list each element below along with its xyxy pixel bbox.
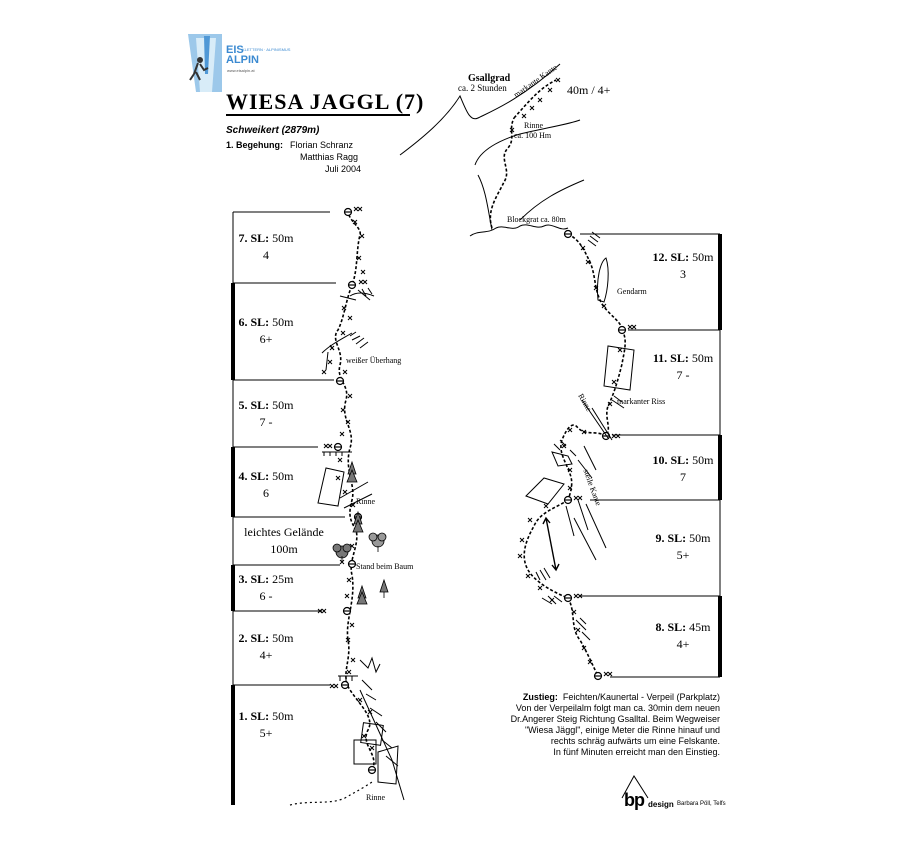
title-underline bbox=[226, 114, 410, 116]
logo-brand-line2: ALPIN bbox=[226, 54, 259, 66]
left-belay-icons bbox=[333, 207, 377, 775]
rinne-left-label: Rinne bbox=[356, 497, 376, 506]
credit-name: Barbara Pöll, Telfs bbox=[677, 801, 726, 807]
blockgrat-label: Blockgrat ca. 80m bbox=[507, 215, 566, 224]
approach-block: Zustieg: Feichten/Kaunertal - Verpeil (P… bbox=[430, 692, 720, 758]
weisser-ueberhang-label: weißer Überhang bbox=[346, 356, 402, 365]
eisalpin-logo bbox=[186, 34, 224, 92]
right-bolt-marks bbox=[517, 245, 637, 677]
page-title: WIESA JAGGL (7) bbox=[226, 89, 425, 114]
rinne-bottom-label: Rinne bbox=[366, 793, 386, 802]
stand-beim-baum-label: Stand beim Baum bbox=[356, 562, 414, 571]
overview-sketch bbox=[399, 63, 585, 237]
logo-url: www.eisalpin.at bbox=[227, 68, 255, 73]
logo-tag: KLETTERN · ALPINISMUS bbox=[242, 47, 291, 52]
first-ascent-label: 1. Begehung: bbox=[226, 140, 284, 150]
left-terrain bbox=[317, 287, 405, 801]
right-belay-icons bbox=[563, 229, 627, 681]
climber-logo-icon bbox=[188, 34, 222, 92]
gsallgrad-time: ca. 2 Stunden bbox=[458, 83, 507, 93]
approach-line-1: Feichten/Kaunertal - Verpeil (Parkplatz) bbox=[562, 692, 720, 702]
first-ascent-name-1: Florian Schranz bbox=[290, 140, 354, 150]
mountain-logo-icon bbox=[621, 775, 649, 799]
wall-name: Schweikert (2879m) bbox=[226, 125, 320, 136]
approach-line-2: Von der Verpeilalm folgt man ca. 30min d… bbox=[515, 703, 720, 713]
approach-line-3: Dr.Angerer Steig Richtung Gsalltal. Beim… bbox=[510, 714, 720, 724]
first-ascent-name-2: Matthias Ragg bbox=[300, 152, 359, 162]
approach-line-5: rechts schräg aufwärts um eine Felskante… bbox=[550, 736, 720, 746]
markanter-riss-label: markanter Riss bbox=[617, 397, 666, 406]
credit-mark: bp bbox=[624, 790, 645, 810]
approach-path bbox=[289, 781, 373, 806]
right-terrain bbox=[525, 231, 635, 641]
approach-line-4: "Wiesa Jäggl", einige Meter die Rinne hi… bbox=[524, 725, 720, 735]
right-route-line bbox=[523, 233, 626, 677]
approach-line-6: In fünf Minuten erreicht man den Einstie… bbox=[553, 747, 720, 757]
left-pitch-table bbox=[231, 211, 345, 805]
right-pitch-table bbox=[580, 233, 722, 678]
tree-icons bbox=[332, 460, 389, 605]
credit-word: design bbox=[648, 800, 674, 809]
gendarm-label: Gendarm bbox=[617, 287, 647, 296]
overview-rinne-height: ca. 100 Hm bbox=[514, 131, 552, 140]
first-ascent-date: Juli 2004 bbox=[325, 164, 362, 174]
approach-heading: Zustieg: bbox=[522, 692, 558, 702]
pitch-above-label: 40m / 4+ bbox=[567, 83, 611, 97]
overview-rinne-label: Rinne bbox=[524, 121, 544, 130]
gsallgrad-label: Gsallgrad bbox=[468, 73, 511, 84]
logo-brand-line1: EIS bbox=[226, 44, 244, 56]
